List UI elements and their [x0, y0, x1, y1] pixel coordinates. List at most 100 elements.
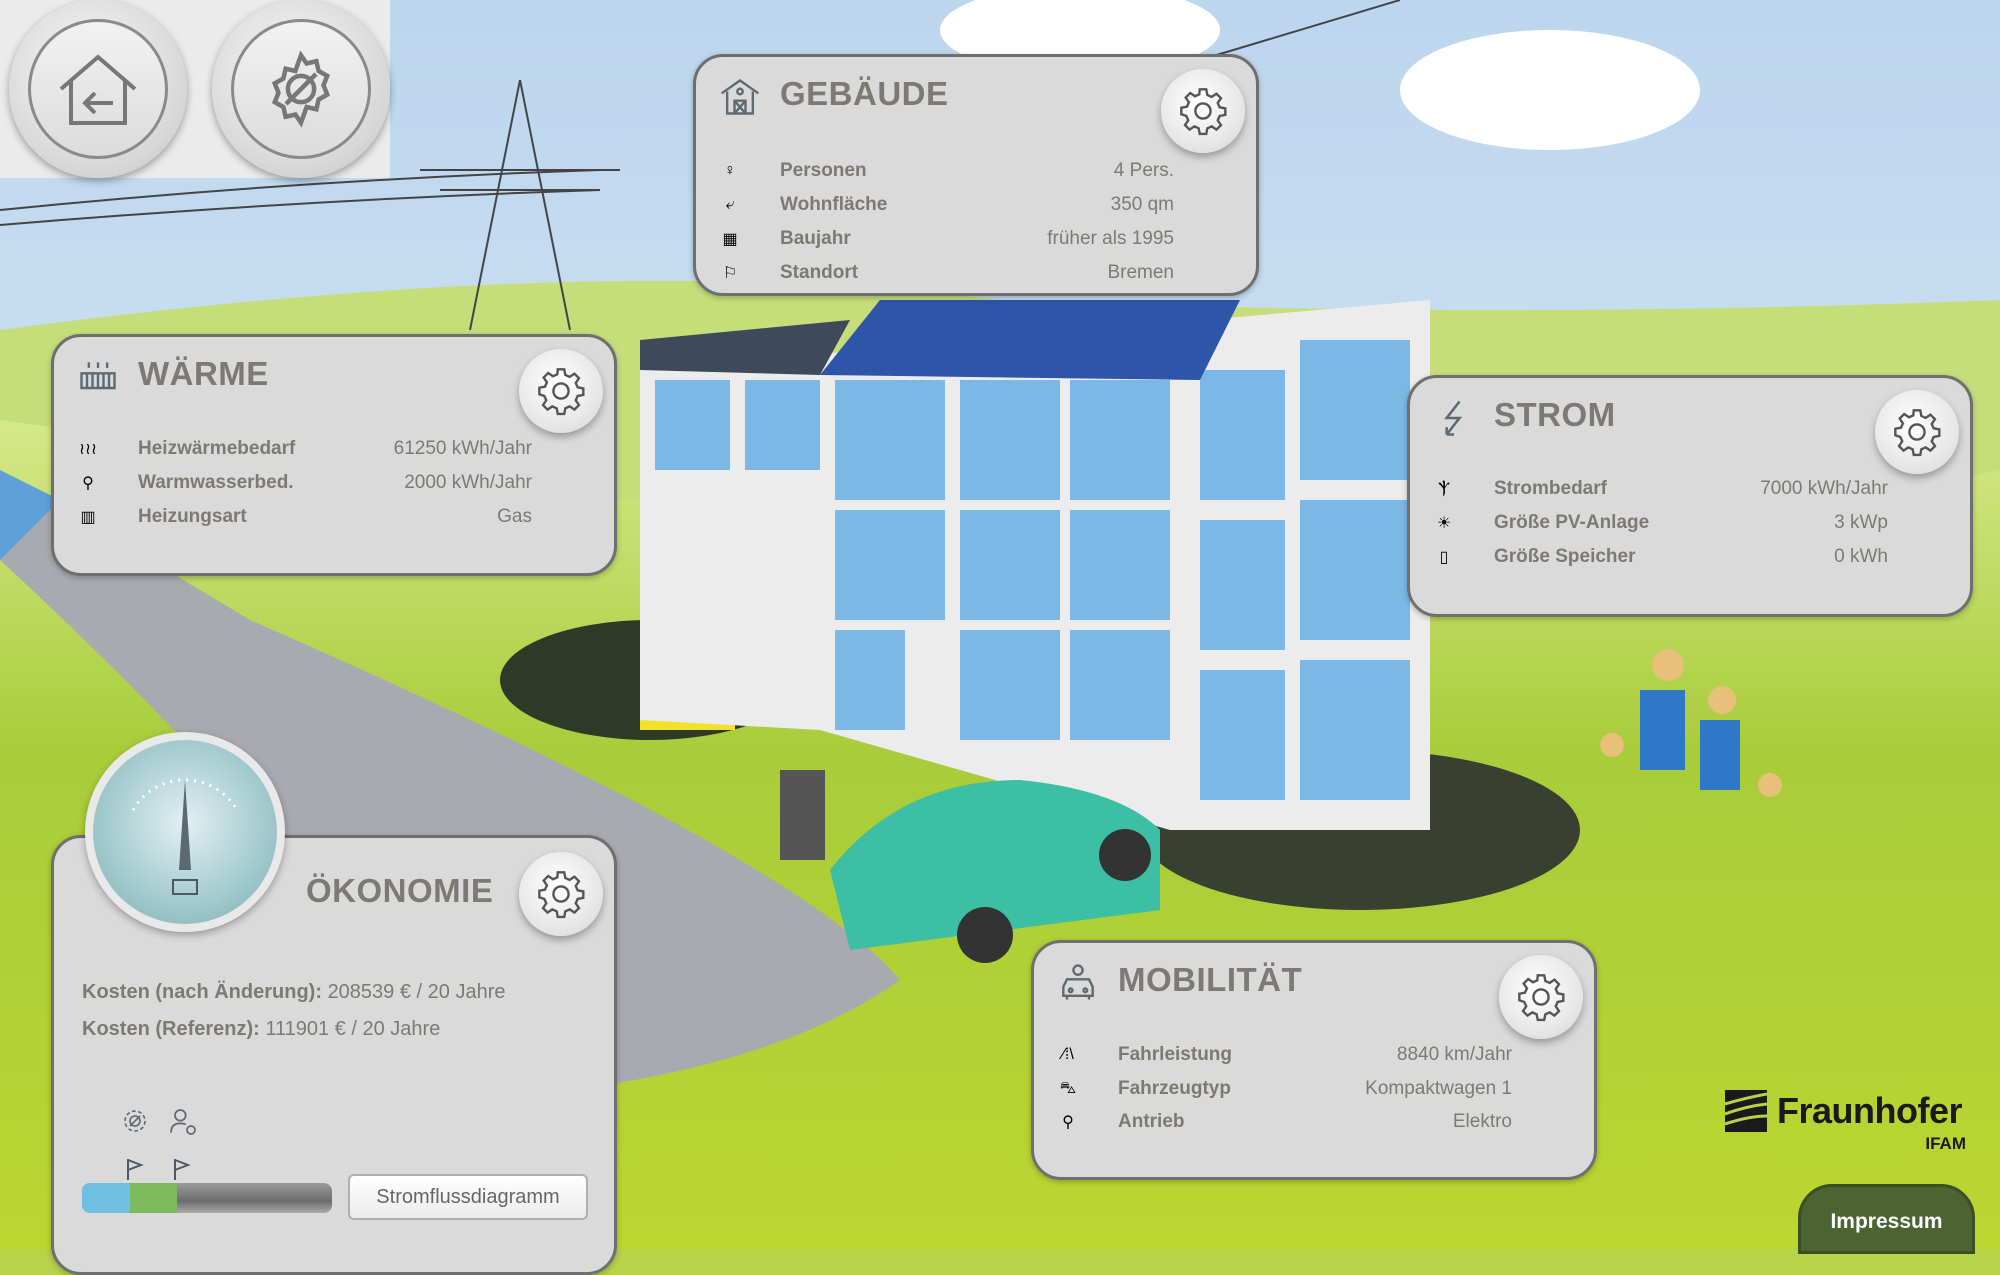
- settings-button[interactable]: [212, 0, 390, 178]
- row-warmwasser: ⚲ Warmwasserbed. 2000 kWh/Jahr: [74, 468, 532, 498]
- car-person-icon: [1062, 964, 1094, 1000]
- waerme-panel: WÄRME ≀≀≀ Heizwärmebedarf 61250 kWh/Jahr ⚲…: [51, 334, 617, 576]
- row-label: Personen: [780, 160, 867, 181]
- logo-sub: IFAM: [1925, 1134, 1966, 1153]
- row-label: Größe PV-Anlage: [1494, 512, 1650, 533]
- gebaeude-panel: GEBÄUDE ♀ Personen 4 Pers. ⤶ Wohnfläche 350 …: [693, 54, 1259, 296]
- row-strombedarf: Ⲯ Strombedarf 7000 kWh/Jahr: [1430, 474, 1888, 504]
- row-value: Gas: [497, 506, 532, 527]
- heat-icon: ≀≀≀: [79, 441, 97, 458]
- panel-title: STROM: [1494, 396, 1616, 433]
- lightning-icon: [1444, 400, 1463, 436]
- row-label: Wohnfläche: [780, 194, 888, 215]
- radiator-small-icon: ▥: [80, 509, 96, 526]
- row-heizwaermebedarf: ≀≀≀ Heizwärmebedarf 61250 kWh/Jahr: [74, 434, 532, 464]
- stromflussdiagramm-button[interactable]: Stromflussdiagramm: [348, 1174, 588, 1220]
- mobilitaet-panel: MOBILITÄT ⁄⁞\ Fahrleistung 8840 km/Jahr ⛍ F…: [1031, 940, 1597, 1180]
- progress-segment-green: [129, 1183, 177, 1213]
- row-heizungsart: ▥ Heizungsart Gas: [74, 502, 532, 532]
- strom-settings-button[interactable]: [1875, 390, 1959, 474]
- car-icon: ⛍: [1059, 1080, 1077, 1097]
- row-label: Strombedarf: [1494, 478, 1607, 499]
- gear-icon: [1518, 974, 1565, 1022]
- oekonomie-settings-button[interactable]: [519, 852, 603, 936]
- cost-ref-value: 111901 € / 20 Jahre: [265, 1018, 441, 1040]
- impressum-button[interactable]: Impressum: [1798, 1184, 1975, 1254]
- row-value: Bremen: [1107, 262, 1174, 283]
- gear-icon: [1894, 409, 1941, 457]
- power-line-icon: Ⲯ: [1438, 480, 1450, 497]
- row-label: Antrieb: [1118, 1111, 1185, 1132]
- flag-marker-icon: [127, 1159, 144, 1180]
- panel-title: ÖKONOMIE: [306, 872, 494, 909]
- row-value: Elektro: [1452, 1111, 1512, 1132]
- row-label: Baujahr: [780, 228, 851, 249]
- row-label: Warmwasserbed.: [138, 472, 294, 493]
- panel-title: MOBILITÄT: [1118, 961, 1303, 998]
- home-back-icon: [59, 54, 137, 125]
- row-wohnflaeche: ⤶ Wohnfläche 350 qm: [716, 190, 1174, 220]
- row-label: Größe Speicher: [1494, 546, 1636, 567]
- home-button[interactable]: [9, 0, 187, 178]
- radiator-icon: [80, 362, 116, 390]
- flag-icon: ⚐: [722, 265, 738, 282]
- row-pv-anlage: ☀ Größe PV-Anlage 3 kWp: [1430, 508, 1888, 538]
- row-speicher: ▯ Größe Speicher 0 kWh: [1430, 542, 1888, 572]
- row-label: Standort: [780, 262, 859, 283]
- person-icon: ♀: [724, 162, 736, 179]
- row-value: 61250 kWh/Jahr: [393, 438, 532, 459]
- row-value: 2000 kWh/Jahr: [404, 472, 532, 493]
- gear-icon: [538, 871, 585, 919]
- panel-title: WÄRME: [138, 355, 269, 392]
- row-value: 4 Pers.: [1113, 160, 1174, 181]
- row-value: früher als 1995: [1047, 228, 1174, 249]
- row-value: 350 qm: [1110, 194, 1174, 215]
- row-label: Fahrleistung: [1118, 1044, 1233, 1065]
- water-tap-icon: ⚲: [82, 475, 94, 492]
- plug-icon: ⚲: [1062, 1114, 1074, 1131]
- cost-new-value: 208539 € / 20 Jahre: [327, 981, 506, 1003]
- battery-icon: ▯: [1439, 549, 1449, 566]
- flag-marker-icon: [174, 1159, 191, 1180]
- building-icon: [720, 79, 760, 115]
- row-label: Heizungsart: [138, 506, 247, 527]
- gear-icon: [538, 368, 585, 416]
- progress-segment-blue: [82, 1183, 130, 1213]
- strom-panel: STROM Ⲯ Strombedarf 7000 kWh/Jahr ☀ Größe P…: [1407, 375, 1973, 617]
- row-antrieb: ⚲ Antrieb Elektro: [1054, 1107, 1512, 1137]
- user-settings-icon: [170, 1109, 196, 1135]
- row-fahrzeugtyp: ⛍ Fahrzeugtyp Kompaktwagen 1: [1054, 1074, 1512, 1104]
- row-standort: ⚐ Standort Bremen: [716, 258, 1174, 288]
- calendar-icon: ▦: [722, 231, 738, 248]
- area-icon: ⤶: [725, 196, 735, 213]
- row-baujahr: ▦ Baujahr früher als 1995: [716, 224, 1174, 254]
- cost-reference: Kosten (Referenz): 111901 € / 20 Jahre: [82, 1018, 440, 1041]
- mobilitaet-settings-button[interactable]: [1499, 955, 1583, 1039]
- row-personen: ♀ Personen 4 Pers.: [716, 156, 1174, 186]
- row-value: 3 kWp: [1834, 512, 1888, 533]
- cost-ref-label: Kosten (Referenz):: [82, 1018, 260, 1040]
- logo-name: Fraunhofer: [1777, 1090, 1963, 1131]
- gear-icon: [1180, 88, 1227, 136]
- fraunhofer-logo: Fraunhofer IFAM: [1725, 1086, 1970, 1156]
- panel-title: GEBÄUDE: [780, 75, 949, 112]
- gear-edit-icon: [271, 50, 331, 128]
- row-fahrleistung: ⁄⁞\ Fahrleistung 8840 km/Jahr: [1054, 1040, 1512, 1070]
- row-value: Kompaktwagen 1: [1365, 1078, 1512, 1099]
- waerme-settings-button[interactable]: [519, 349, 603, 433]
- gauge-needle-icon: [131, 778, 239, 895]
- cost-progress-bar: [82, 1183, 332, 1213]
- row-label: Heizwärmebedarf: [138, 438, 296, 459]
- row-value: 7000 kWh/Jahr: [1760, 478, 1888, 499]
- row-value: 8840 km/Jahr: [1396, 1044, 1512, 1065]
- row-value: 0 kWh: [1834, 546, 1888, 567]
- gear-edit-small-icon: [124, 1110, 146, 1132]
- row-label: Fahrzeugtyp: [1118, 1078, 1231, 1099]
- solar-panel-icon: ☀: [1436, 515, 1452, 532]
- economy-gauge: [85, 732, 285, 932]
- cost-after-change: Kosten (nach Änderung): 208539 € / 20 Ja…: [82, 981, 505, 1004]
- road-icon: ⁄⁞\: [1062, 1046, 1074, 1063]
- gebaeude-settings-button[interactable]: [1161, 69, 1245, 153]
- cost-new-label: Kosten (nach Änderung):: [82, 981, 322, 1003]
- fraunhofer-logo-mark-icon: [1725, 1090, 1767, 1132]
